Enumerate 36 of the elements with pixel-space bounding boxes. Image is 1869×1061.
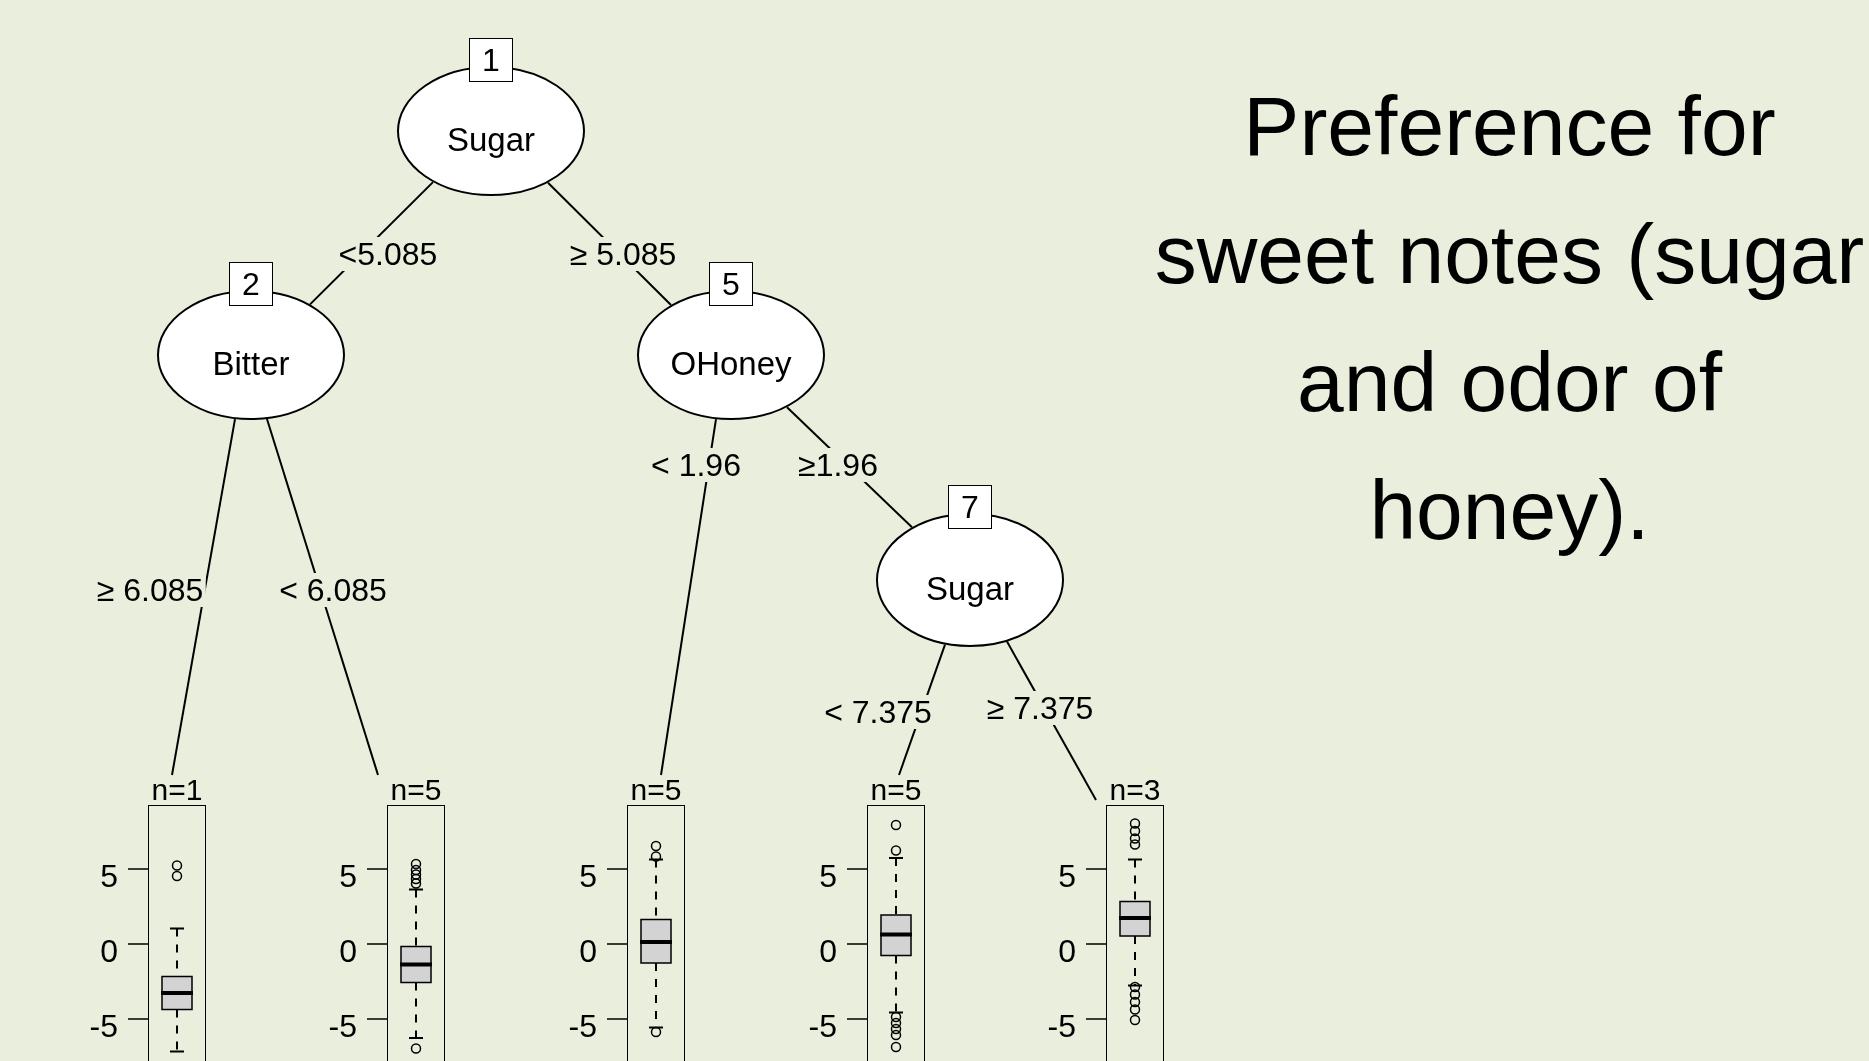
- branch-line: [171, 418, 236, 776]
- axis-tick-label: 5: [578, 859, 597, 893]
- axis-tick-label: 0: [1057, 934, 1076, 968]
- branch-line: [660, 418, 717, 776]
- axis-tick-label: -5: [567, 1009, 597, 1043]
- axis-tick-label: 0: [578, 934, 597, 968]
- axis-tick-label: 0: [99, 934, 118, 968]
- axis-tick-label: -5: [88, 1009, 118, 1043]
- axis-tick-label: -5: [327, 1009, 357, 1043]
- sample-size-label: n=5: [869, 775, 923, 805]
- variable-label: Bitter: [212, 345, 290, 383]
- branch-line: [266, 418, 379, 776]
- node-number: 7: [948, 485, 992, 529]
- slide-title: Preference for sweet notes (sugar and odor of honey).: [1153, 78, 1866, 559]
- node-number: 1: [469, 38, 513, 82]
- axis-tick-label: 5: [818, 859, 837, 893]
- axis-tick-label: 0: [818, 934, 837, 968]
- axis-tick-label: 5: [1057, 859, 1076, 893]
- edge-label: < 6.085: [277, 573, 389, 607]
- node-number: 5: [709, 262, 753, 306]
- axis-tick-label: 5: [99, 859, 118, 893]
- edge-label: < 7.375: [822, 695, 934, 729]
- sample-size-label: n=5: [629, 775, 683, 805]
- axis-tick-label: 5: [338, 859, 357, 893]
- axis-tick-label: 0: [338, 934, 357, 968]
- variable-label: OHoney: [670, 345, 792, 383]
- sample-size-label: n=5: [389, 775, 443, 805]
- edge-label: ≥1.96: [796, 448, 880, 482]
- variable-label: Sugar: [925, 570, 1015, 608]
- edge-label: < 1.96: [649, 448, 743, 482]
- node-number: 2: [229, 262, 273, 306]
- sample-size-label: n=3: [1108, 775, 1162, 805]
- axis-tick-label: -5: [807, 1009, 837, 1043]
- axis-tick-label: -5: [1046, 1009, 1076, 1043]
- sample-size-label: n=1: [150, 775, 204, 805]
- variable-label: Sugar: [446, 121, 536, 159]
